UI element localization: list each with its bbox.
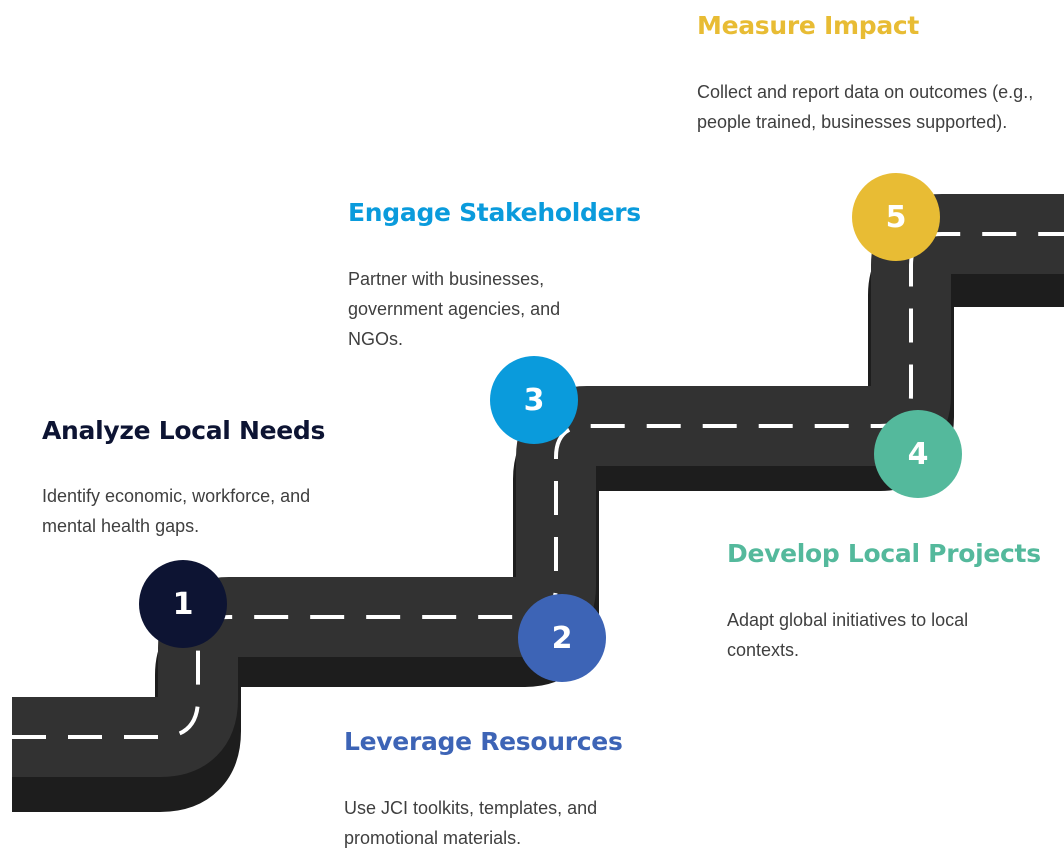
step-3-number: 3 [523,382,545,418]
step-2-description: Use JCI toolkits, templates, and promoti… [344,798,598,848]
step-3-title: Engage Stakeholders [348,198,641,227]
step-3-circle: 3 [490,356,578,444]
step-1-number: 1 [172,586,194,622]
step-4-circle: 4 [874,410,962,498]
step-3-description: Partner with businesses, government agen… [348,269,561,349]
step-5-number: 5 [885,199,907,235]
step-4-title: Develop Local Projects [727,539,1041,568]
step-1-description: Identify economic, workforce, and mental… [42,486,311,536]
step-4-description: Adapt global initiatives to local contex… [727,610,969,660]
step-1-circle: 1 [139,560,227,648]
step-2-title: Leverage Resources [344,727,623,756]
step-2-number: 2 [551,620,573,656]
step-5-description: Collect and report data on outcomes (e.g… [697,82,1034,132]
road-dashes [12,232,1064,739]
step-5-circle: 5 [852,173,940,261]
step-2-circle: 2 [518,594,606,682]
step-1-title: Analyze Local Needs [42,416,326,445]
step-5-title: Measure Impact [697,11,920,40]
step-4-number: 4 [907,436,929,472]
